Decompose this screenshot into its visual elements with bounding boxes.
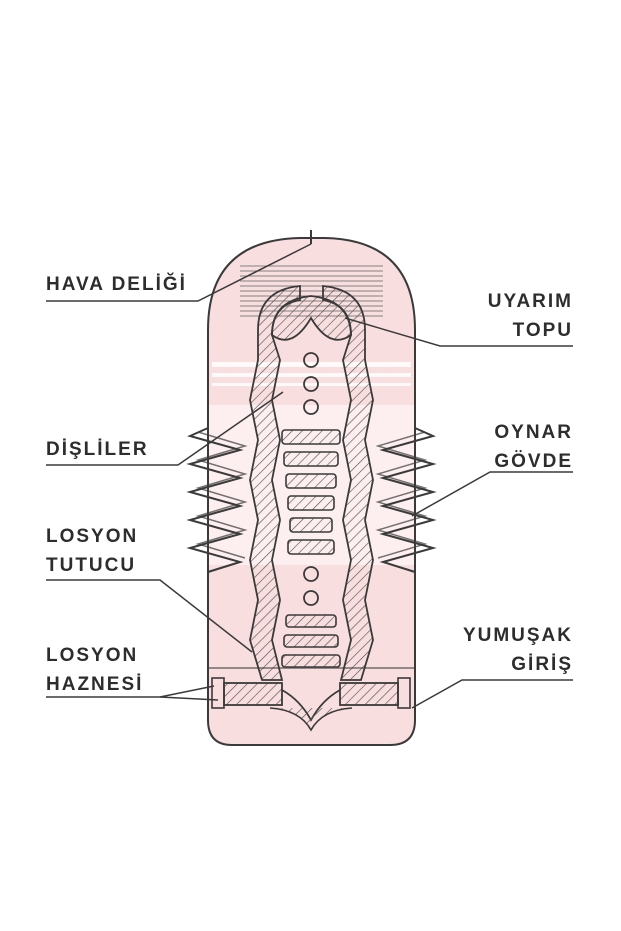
leader-lines	[46, 243, 573, 709]
label-yumusak-giris: YUMUŞAK GİRİŞ	[463, 621, 573, 679]
leader-uyarim-topu	[344, 317, 573, 347]
central-ribs	[281, 429, 341, 668]
label-uyarim-topu-line2: TOPU	[512, 320, 573, 341]
label-losyon-tutucu-line2: TUTUCU	[46, 555, 137, 576]
label-losyon-haznesi-line1: LOSYON	[46, 645, 139, 666]
leader-losyon-tutucu	[46, 579, 253, 653]
label-losyon-tutucu: LOSYON TUTUCU	[46, 522, 138, 580]
label-uyarim-topu-line1: UYARIM	[487, 291, 573, 312]
label-uyarim-topu: UYARIM TOPU	[488, 287, 573, 345]
stimulation-ball	[271, 295, 352, 341]
label-yumusak-giris-line1: YUMUŞAK	[462, 625, 573, 646]
leader-oynar-govde	[411, 471, 573, 517]
label-yumusak-giris-line2: GİRİŞ	[511, 654, 573, 675]
label-losyon-haznesi: LOSYON HAZNESİ	[46, 641, 143, 699]
leader-losyon-haznesi-2	[159, 696, 219, 701]
label-losyon-haznesi-line2: HAZNESİ	[46, 674, 144, 695]
left-bellows	[186, 427, 248, 573]
label-oynar-govde-line2: GÖVDE	[494, 451, 573, 472]
leader-hava-deligi	[46, 243, 312, 302]
label-hava-deligi: HAVA DELİĞİ	[46, 270, 187, 299]
label-dislier-text: DİŞLİLER	[46, 439, 149, 460]
leader-yumusak-giris	[411, 679, 573, 709]
label-oynar-govde: OYNAR GÖVDE	[494, 418, 573, 476]
right-bellows	[375, 427, 437, 573]
bottom-assembly	[208, 667, 415, 732]
leader-dislier	[46, 391, 284, 466]
label-losyon-tutucu-line1: LOSYON	[46, 526, 139, 547]
label-oynar-govde-line1: OYNAR	[494, 422, 573, 443]
label-dislier: DİŞLİLER	[46, 435, 149, 464]
label-hava-deligi-text: HAVA DELİĞİ	[46, 274, 187, 295]
channel-dots	[303, 352, 319, 606]
